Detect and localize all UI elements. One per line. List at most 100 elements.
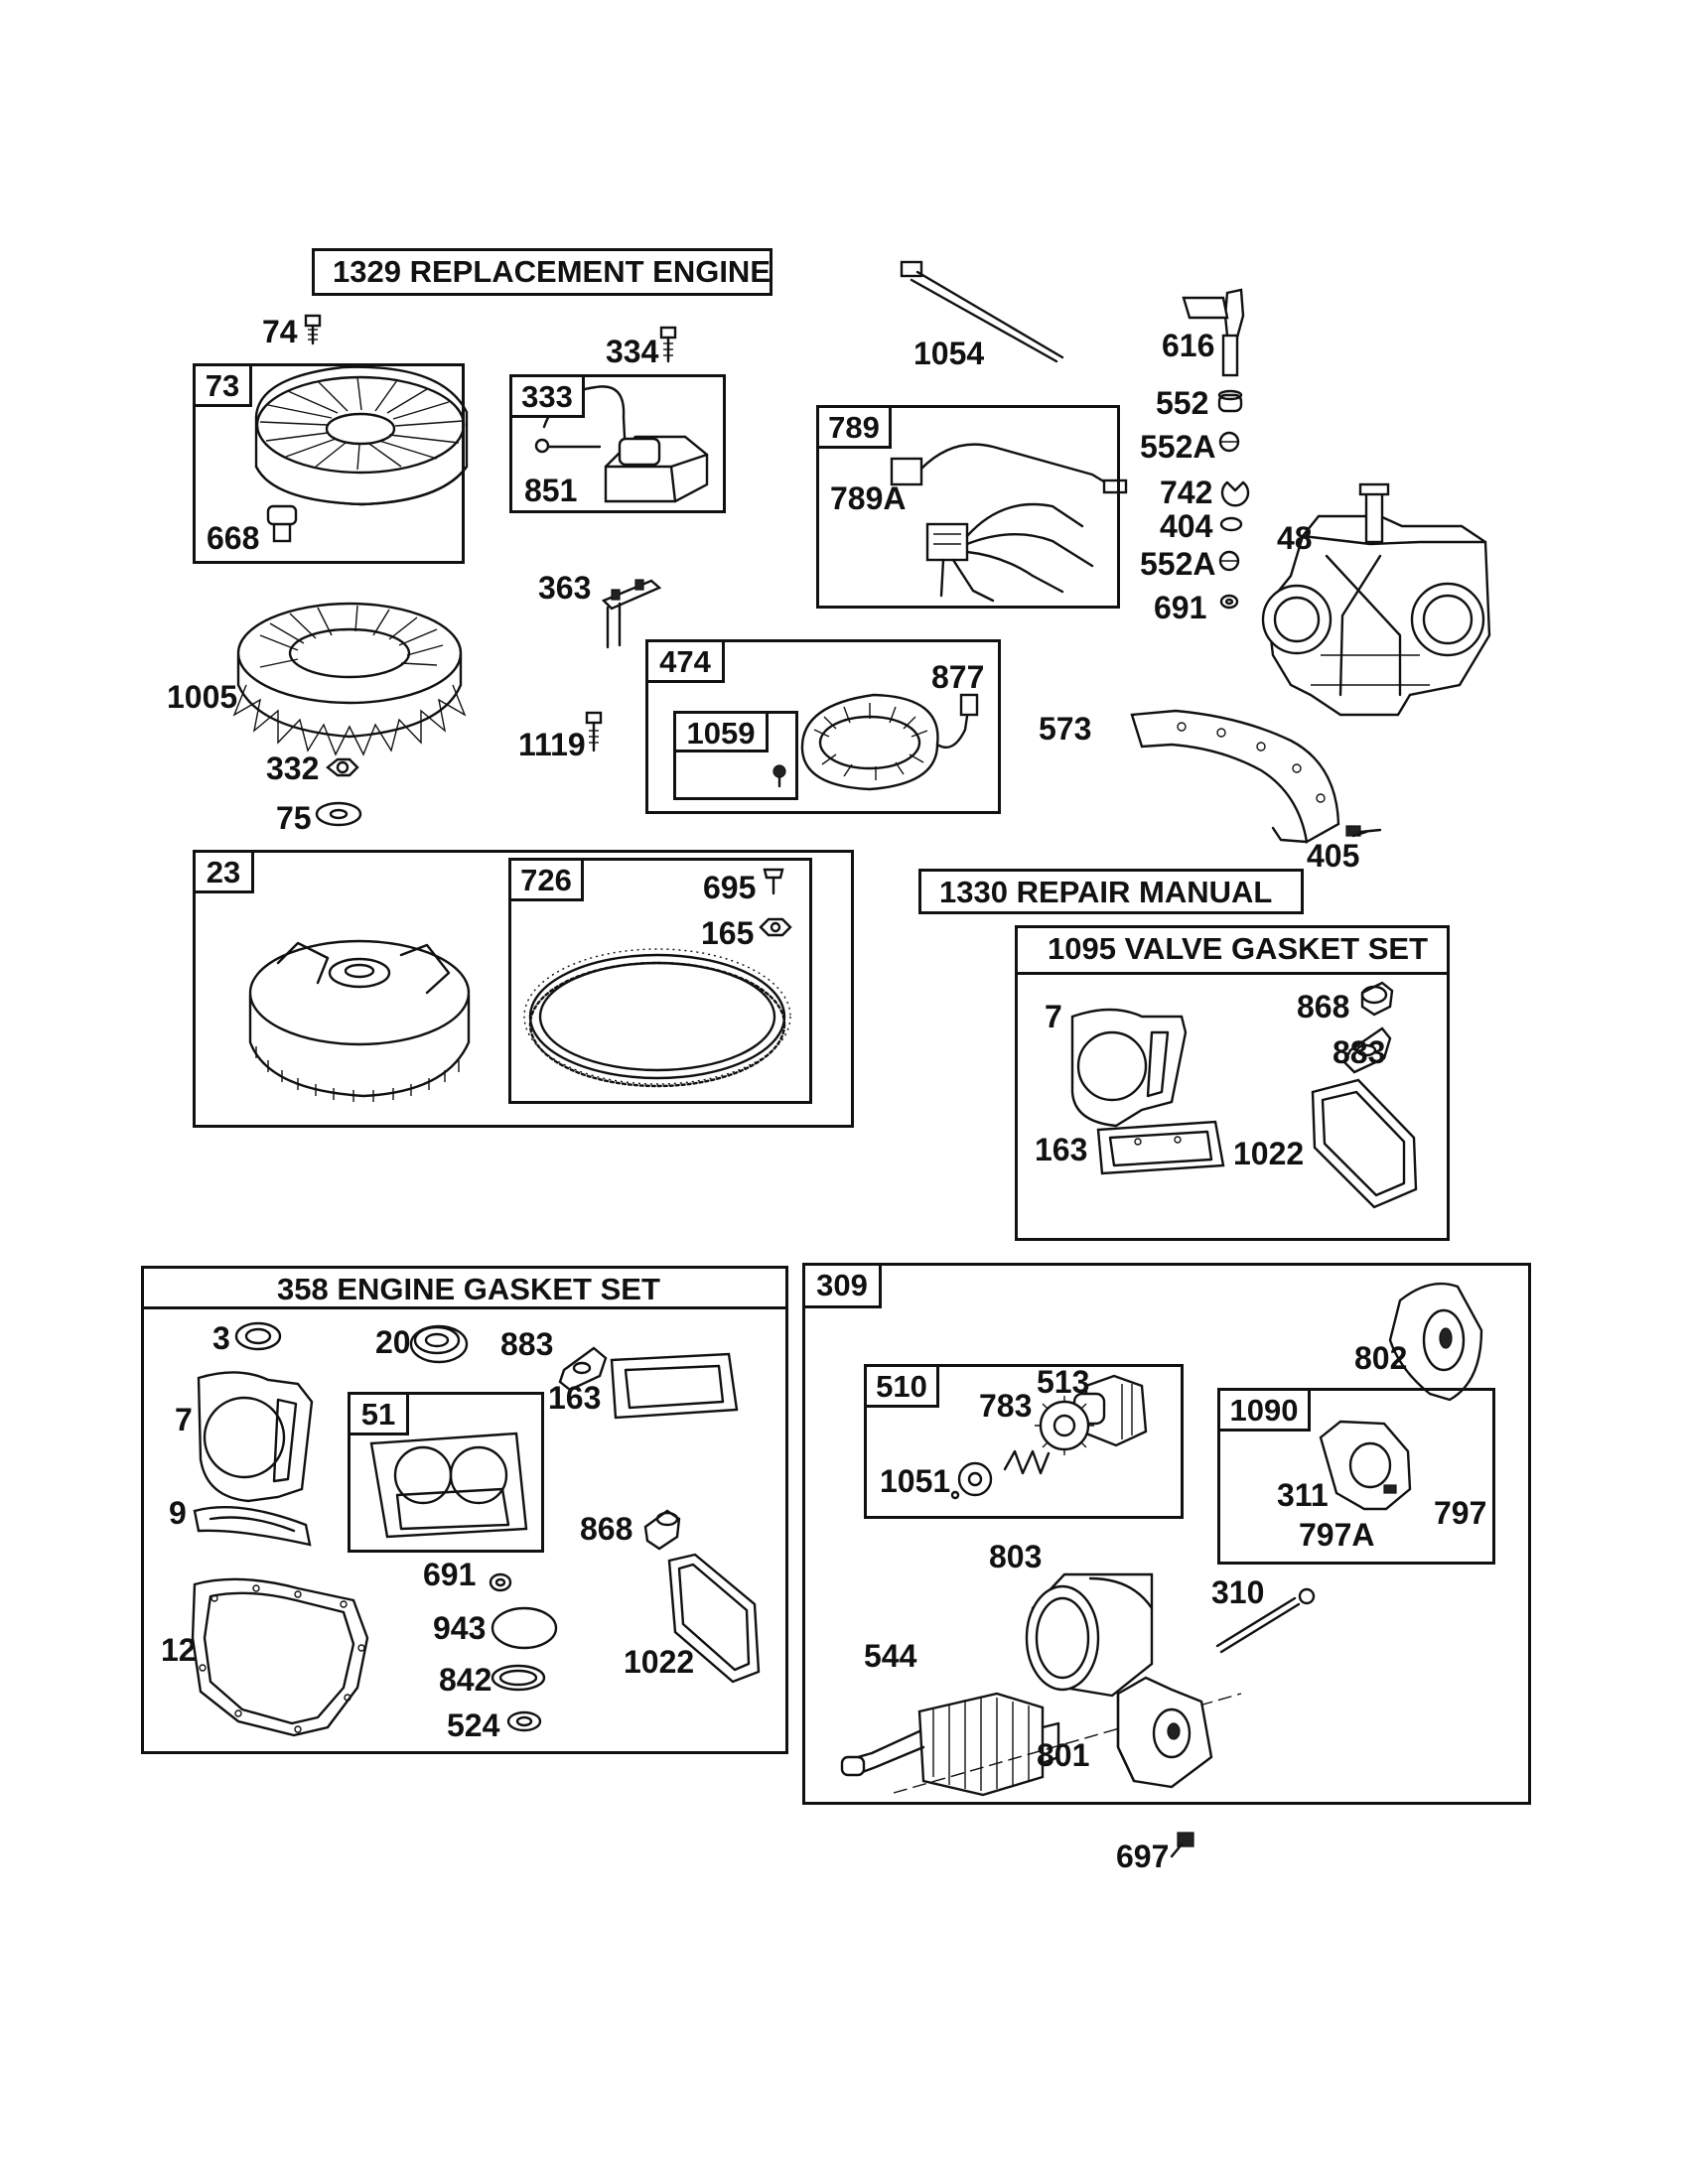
spring-1051-drawing (950, 1449, 1051, 1500)
valve-gasket-set-title: 1095 VALVE GASKET SET (1015, 925, 1450, 975)
tag-73: 73 (193, 363, 252, 407)
label-803: 803 (989, 1539, 1043, 1574)
label-363: 363 (538, 570, 592, 606)
blower-housing-73-drawing (254, 365, 469, 506)
gasket-12-drawing (191, 1577, 369, 1737)
label-842: 842 (439, 1662, 492, 1698)
label-552A-bottom: 552A (1140, 546, 1216, 582)
label-20: 20 (375, 1324, 411, 1360)
alternator-474-drawing (772, 693, 979, 791)
tag-1090: 1090 (1217, 1388, 1311, 1432)
gasket-9-drawing (193, 1506, 312, 1547)
label-9: 9 (169, 1495, 187, 1531)
box-309 (802, 1263, 1531, 1805)
label-742: 742 (1160, 475, 1213, 510)
thru-bolt-310-drawing (1215, 1587, 1316, 1654)
seal-3-drawing (234, 1321, 282, 1351)
gasket-7-valve-drawing (1070, 1008, 1188, 1128)
label-3: 3 (212, 1320, 230, 1356)
label-668: 668 (207, 520, 260, 556)
tag-23: 23 (193, 850, 254, 893)
label-877: 877 (931, 659, 985, 695)
tag-309: 309 (802, 1263, 882, 1308)
label-513: 513 (1037, 1364, 1090, 1400)
repair-manual-title: 1330 REPAIR MANUAL (918, 869, 1304, 914)
ring-gear-726-drawing (523, 948, 791, 1088)
gasket-7-drawing (197, 1371, 314, 1503)
seal-691-top-drawing (1219, 594, 1239, 610)
tag-51: 51 (348, 1392, 409, 1435)
nut-332-drawing (326, 757, 359, 777)
seal-842-drawing (491, 1664, 546, 1692)
label-797A: 797A (1299, 1517, 1375, 1553)
label-524: 524 (447, 1707, 500, 1743)
plug-868-drawing (643, 1509, 681, 1551)
label-1051: 1051 (880, 1463, 951, 1499)
label-851: 851 (524, 473, 578, 508)
label-695: 695 (703, 870, 757, 905)
label-163: 163 (548, 1380, 602, 1416)
seal-691-drawing (489, 1572, 512, 1592)
label-868-valve: 868 (1297, 989, 1350, 1024)
tag-333: 333 (509, 374, 585, 418)
label-1005: 1005 (167, 679, 238, 715)
label-797: 797 (1434, 1495, 1487, 1531)
label-334: 334 (606, 334, 659, 369)
clip-742-drawing (1220, 480, 1250, 507)
label-12: 12 (161, 1632, 197, 1668)
gasket-163-valve-drawing (1096, 1120, 1225, 1175)
label-1054: 1054 (913, 336, 985, 371)
screw-1119-drawing (585, 711, 603, 752)
air-guide-573-drawing (1130, 709, 1340, 844)
washer-75-drawing (315, 801, 362, 827)
label-7: 7 (175, 1402, 193, 1437)
gasket-1022-valve-drawing (1311, 1078, 1418, 1209)
box-474 (645, 639, 1001, 814)
label-1119: 1119 (518, 727, 586, 762)
label-552A-top: 552A (1140, 429, 1216, 465)
gasket-163-drawing (610, 1352, 739, 1420)
label-789A: 789A (830, 480, 907, 516)
label-783: 783 (979, 1388, 1033, 1424)
label-697: 697 (1116, 1839, 1170, 1874)
label-48: 48 (1277, 520, 1313, 556)
gasket-883-drawing (558, 1346, 608, 1392)
tag-789: 789 (816, 405, 892, 449)
label-691: 691 (423, 1557, 477, 1592)
label-883: 883 (500, 1326, 554, 1362)
seal-20-drawing (409, 1324, 469, 1364)
label-544: 544 (864, 1638, 917, 1674)
box-726 (508, 858, 812, 1104)
label-943: 943 (433, 1610, 487, 1646)
engine-gasket-set-title: 358 ENGINE GASKET SET (141, 1266, 788, 1309)
label-1022-valve: 1022 (1233, 1136, 1305, 1171)
label-404: 404 (1160, 508, 1213, 544)
label-310: 310 (1211, 1574, 1265, 1610)
label-616: 616 (1162, 328, 1215, 363)
label-75: 75 (276, 800, 312, 836)
wiring-harness-789-drawing (890, 443, 1128, 603)
dipstick-616-drawing (1182, 288, 1245, 377)
nut-165-drawing (759, 917, 792, 937)
oring-552A-bottom-drawing (1218, 550, 1240, 572)
oring-943-drawing (491, 1606, 558, 1650)
ring-404-drawing (1219, 516, 1243, 532)
label-163-valve: 163 (1035, 1132, 1088, 1167)
gear-783-drawing (1035, 1396, 1094, 1455)
screw-695-drawing (763, 868, 784, 895)
label-868: 868 (580, 1511, 633, 1547)
bracket-363-drawing (601, 579, 662, 649)
fan-1005-drawing (232, 602, 467, 756)
brush-holder-1090-drawing (1319, 1420, 1412, 1511)
label-405: 405 (1307, 838, 1360, 874)
box-1090 (1217, 1388, 1495, 1565)
engine-block-48-drawing (1261, 482, 1491, 717)
box-73 (193, 363, 465, 564)
plug-868-valve-drawing (1360, 981, 1394, 1017)
replacement-engine-title: 1329 REPLACEMENT ENGINE (312, 248, 772, 296)
washer-524-drawing (506, 1710, 542, 1732)
screw-334-drawing (659, 326, 677, 363)
gasket-51-drawing (369, 1432, 528, 1539)
